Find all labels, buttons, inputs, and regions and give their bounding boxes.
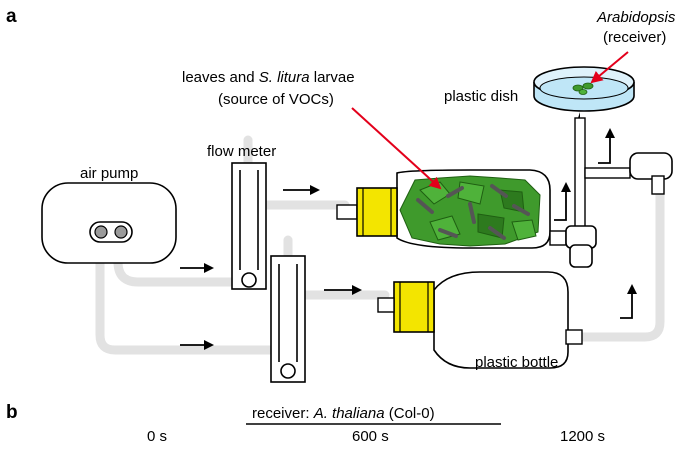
flow-arrow [554, 182, 571, 221]
source-label-species: S. litura [259, 69, 310, 86]
timepoint-label: 600 s [352, 428, 389, 445]
svg-text:leaves and S. litura larvae: leaves and S. litura larvae [182, 69, 355, 86]
flow-meter-upper [231, 162, 267, 290]
plastic-bottle [377, 271, 583, 369]
receiver-callout-arrow [590, 51, 629, 84]
arabidopsis-plant [572, 82, 594, 95]
svg-text:receiver: A. thaliana (Col-0): receiver: A. thaliana (Col-0) [252, 405, 435, 422]
timepoint-label: 1200 s [560, 428, 605, 445]
receiver-label-species: Arabidopsis [596, 9, 676, 26]
panel-b-caption-species: A. thaliana [313, 405, 385, 422]
panel-b-header: receiver: A. thaliana (Col-0) [246, 405, 501, 425]
source-label: leaves and S. litura larvae (source of V… [182, 69, 355, 108]
source-label-part: leaves and [182, 69, 259, 86]
panel-label-b: b [6, 402, 18, 423]
air-pump [41, 182, 177, 264]
source-callout-arrow [351, 107, 442, 190]
connector-manifold [565, 117, 673, 268]
flow-arrow [598, 128, 615, 164]
source-bottle [336, 169, 567, 249]
plastic-bottle-label: plastic bottle [475, 354, 558, 371]
air-pump-label: air pump [80, 165, 138, 182]
flow-arrows [180, 128, 637, 350]
panel-b-caption-prefix: receiver: [252, 405, 314, 422]
plastic-dish [533, 66, 635, 118]
panel-b-caption-suffix: (Col-0) [385, 405, 435, 422]
timepoint-label: 0 s [147, 428, 167, 445]
source-label-line2: (source of VOCs) [218, 91, 334, 108]
leaves-and-larvae [399, 175, 541, 247]
panel-label-a: a [6, 6, 17, 27]
flow-arrow [620, 284, 637, 319]
plastic-dish-label: plastic dish [444, 88, 518, 105]
source-label-part: larvae [310, 69, 355, 86]
flow-meter-lower [270, 255, 306, 383]
receiver-label-role: (receiver) [603, 29, 666, 46]
panel-b-timepoints: 0 s 600 s 1200 s [147, 428, 605, 445]
flow-meter-label: flow meter [207, 143, 276, 160]
